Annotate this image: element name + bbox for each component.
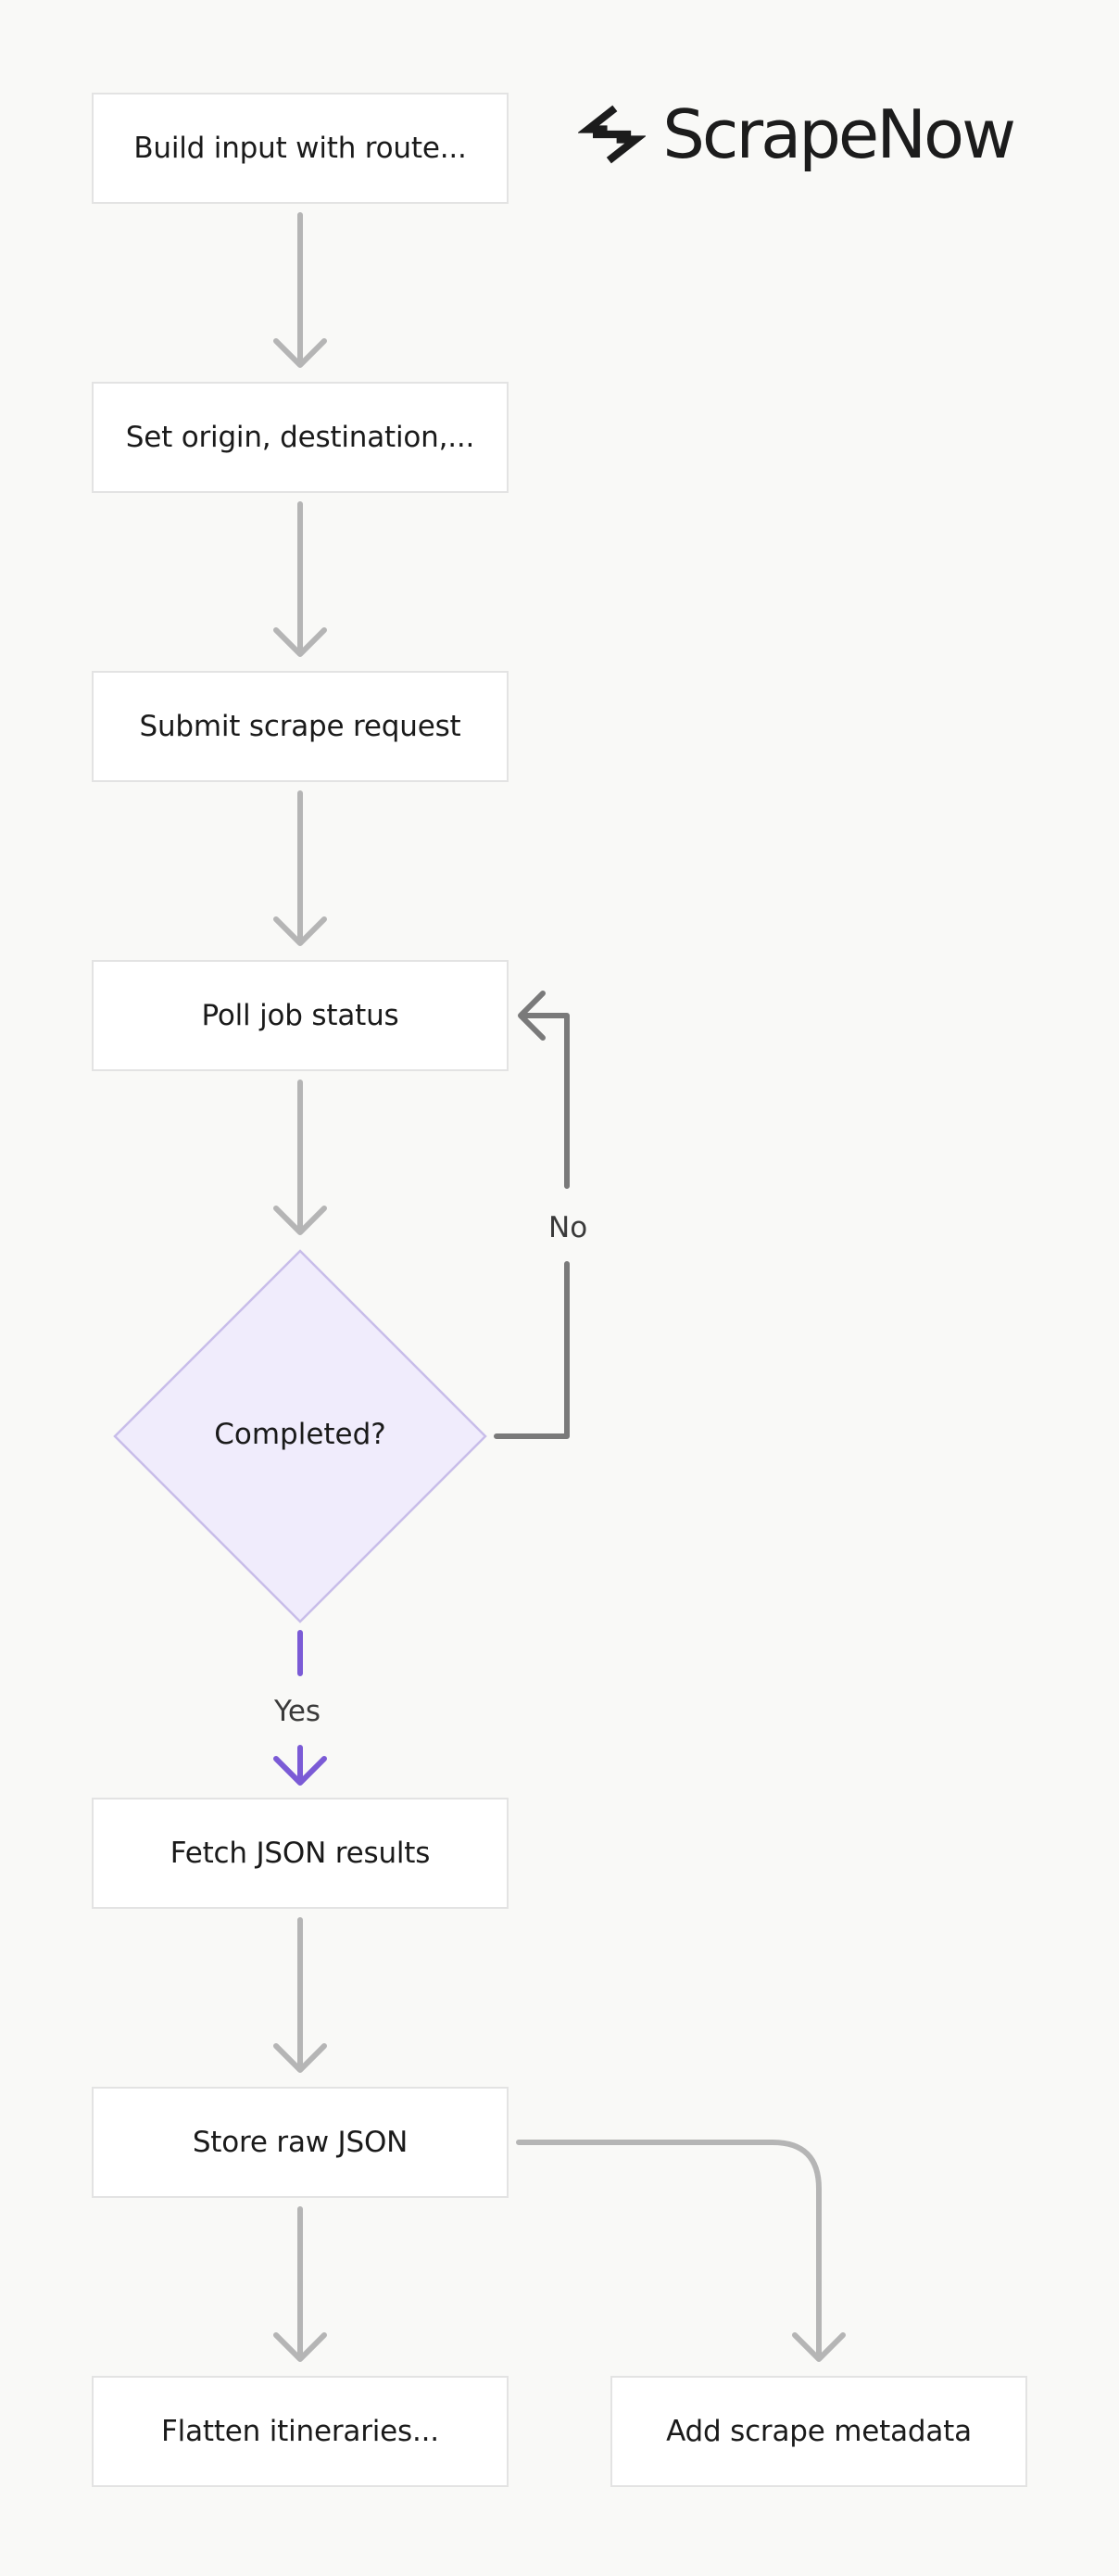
node-set-origin-label: Set origin, destination,... <box>125 421 475 454</box>
arrow-yes-to-fetch <box>273 1630 327 1786</box>
node-flatten[interactable]: Flatten itineraries... <box>92 2376 509 2487</box>
arrow-store-to-flatten <box>273 2206 327 2362</box>
arrow-store-to-add-metadata <box>516 2140 846 2362</box>
arrow-submit-to-poll <box>273 790 327 946</box>
edge-label-no: No <box>543 1210 594 1246</box>
node-fetch-json-label: Fetch JSON results <box>170 1837 431 1870</box>
node-add-metadata[interactable]: Add scrape metadata <box>610 2376 1027 2487</box>
node-fetch-json[interactable]: Fetch JSON results <box>92 1798 509 1909</box>
arrow-set-origin-to-submit <box>273 501 327 657</box>
node-submit-request-label: Submit scrape request <box>139 710 461 743</box>
node-flatten-label: Flatten itineraries... <box>161 2415 439 2448</box>
brand-name: ScrapeNow <box>662 95 1016 173</box>
decision-diamond <box>113 1249 487 1623</box>
node-store-raw[interactable]: Store raw JSON <box>92 2087 509 2198</box>
arrow-fetch-to-store <box>273 1917 327 2073</box>
arrow-no-loop-to-poll <box>494 991 570 1439</box>
node-store-raw-label: Store raw JSON <box>192 2126 409 2159</box>
node-add-metadata-label: Add scrape metadata <box>666 2415 972 2448</box>
scrapenow-mark-icon <box>578 105 647 164</box>
edge-label-yes: Yes <box>269 1694 327 1730</box>
arrow-build-to-set-origin <box>273 212 327 368</box>
scrapenow-logo: ScrapeNow <box>578 93 1016 176</box>
decision-completed[interactable]: Completed? <box>115 1397 485 1471</box>
node-set-origin[interactable]: Set origin, destination,... <box>92 382 509 493</box>
arrow-poll-to-completed <box>273 1080 327 1235</box>
node-poll-status[interactable]: Poll job status <box>92 960 509 1071</box>
decision-completed-label: Completed? <box>214 1418 386 1451</box>
node-poll-status-label: Poll job status <box>201 999 399 1032</box>
node-build-input-label: Build input with route... <box>133 132 467 165</box>
node-submit-request[interactable]: Submit scrape request <box>92 671 509 782</box>
node-build-input[interactable]: Build input with route... <box>92 93 509 204</box>
